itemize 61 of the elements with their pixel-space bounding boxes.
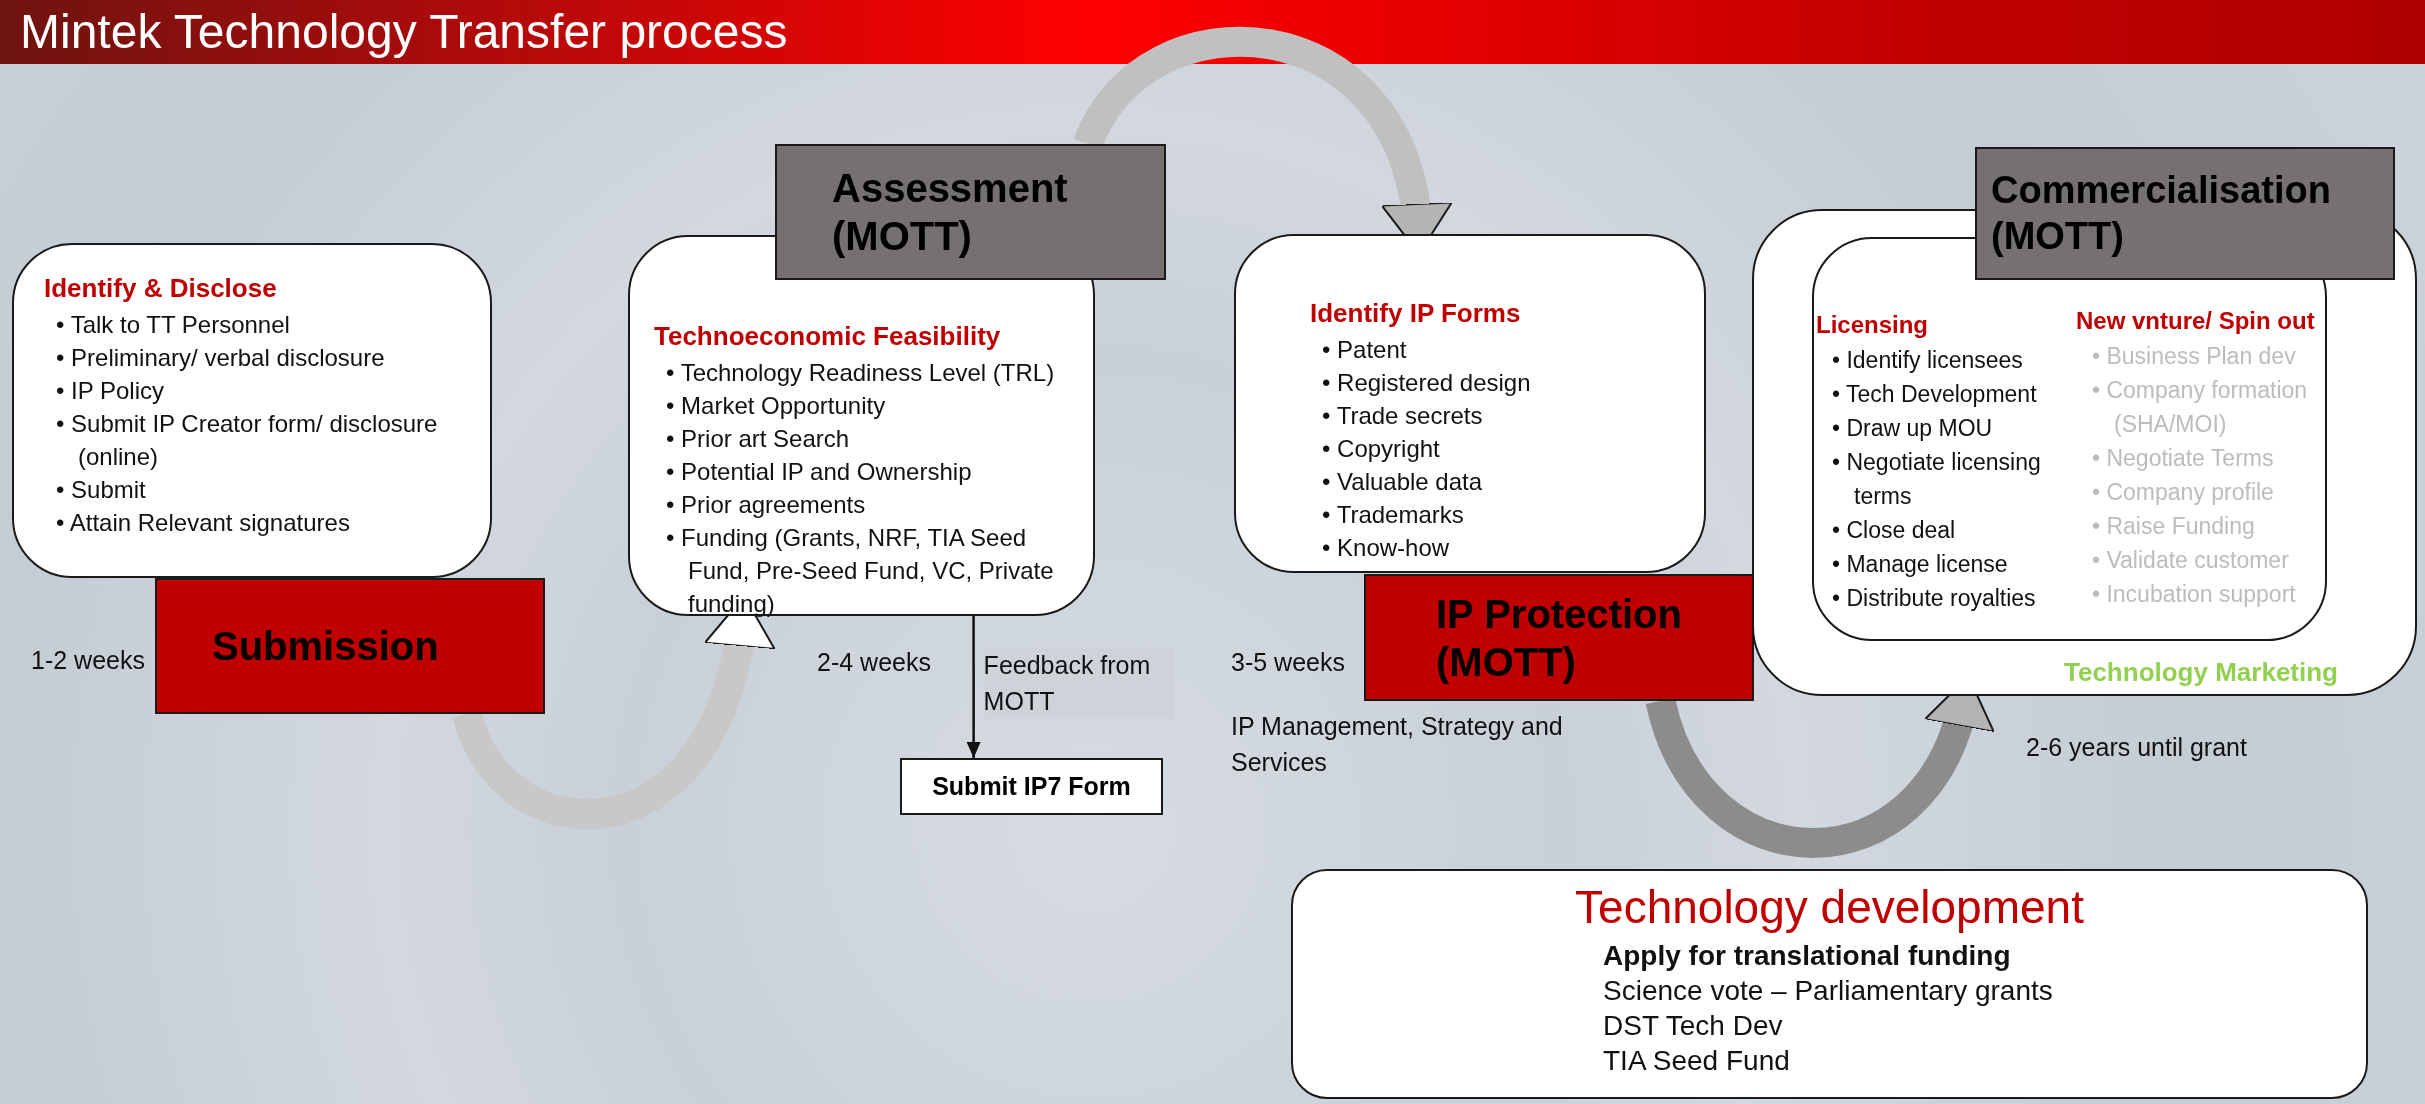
list-item: • Tech Development [1831,380,2038,409]
card-heading: Technoeconomic Feasibility [654,321,1002,352]
arrow [966,616,981,758]
list-item: • Submit IP Creator form/ disclosure (online) [55,409,439,472]
list-item: • Prior art Search [665,424,851,454]
funding-line: Science vote – Parliamentary grants [1603,974,2053,1008]
card-heading: Identify IP Forms [1310,298,1522,329]
edge-label: Feedback from MOTT [983,647,1174,719]
list-item: • Raise Funding [2091,512,2256,541]
list-item: • Funding (Grants, NRF, TIA Seed Fund, Pre-Seed Fund, VC, Private funding) [665,523,1055,619]
stage-label-tab: Submission [155,578,545,714]
list-item: • Business Plan dev [2091,342,2297,371]
list-item: • Trademarks [1321,500,1465,530]
list-item: • Talk to TT Personnel [55,310,291,340]
column-heading: Licensing [1816,311,1930,339]
list-item: • Draw up MOU [1831,414,1994,443]
duration-note: 3-5 weeks [1231,647,1346,678]
list-item: • Copyright [1321,434,1441,464]
stage-card [1752,209,2417,696]
list-item: • Registered design [1321,368,1532,398]
list-item: • IP Policy [55,376,165,406]
list-item: • Manage license [1831,550,2009,579]
list-item: • Trade secrets [1321,401,1484,431]
list-item: • Close deal [1831,516,1957,545]
list-item: • Identify licensees [1831,346,2024,375]
form-box: Submit IP7 Form [900,758,1163,815]
list-item: • Technology Readiness Level (TRL) [665,358,1056,388]
list-item: • Distribute royalties [1831,584,2037,613]
slide-title: Mintek Technology Transfer process [20,6,788,58]
stage-label-tab: IP Protection (MOTT) [1364,574,1754,701]
funding-line: TIA Seed Fund [1603,1044,1790,1078]
list-item: • Potential IP and Ownership [665,457,973,487]
list-item: • Market Opportunity [665,391,887,421]
list-item: • Patent [1321,335,1408,365]
list-item: • Negotiate Terms [2091,444,2275,473]
funding-line: DST Tech Dev [1603,1009,1783,1043]
list-item: • Preliminary/ verbal disclosure [55,343,386,373]
funding-line: Apply for translational funding [1603,939,2011,973]
duration-note: 2-4 weeks [817,647,932,678]
card-heading: Identify & Disclose [44,273,278,304]
list-item: • Company profile [2091,478,2275,507]
stage-card [12,243,492,578]
list-item: • Incubation support [2091,580,2297,609]
list-item: • Attain Relevant signatures [55,508,351,538]
list-item: • Company formation (SHA/MOI) [2091,376,2309,439]
funding-box [1291,869,2368,1099]
list-item: • Know-how [1321,533,1451,563]
column-heading: New vnture/ Spin out [2076,307,2316,335]
stage-label-tab: Assessment (MOTT) [775,144,1166,280]
stage-label-tab: Commercialisation (MOTT) [1975,147,2395,280]
card-caption: Technology Marketing [2064,657,2338,688]
duration-note: 2-6 years until grant [2026,732,2248,763]
box-heading: Technology development [1574,880,2085,935]
list-item: • Negotiate licensing terms [1831,448,2042,511]
side-note: IP Management, Strategy and Services [1231,711,1564,778]
stage-card [1234,234,1706,573]
list-item: • Validate customer [2091,546,2290,575]
list-item: • Prior agreements [665,490,867,520]
list-item: • Submit [55,475,147,505]
list-item: • Valuable data [1321,467,1484,497]
duration-note: 1-2 weeks [31,645,146,676]
